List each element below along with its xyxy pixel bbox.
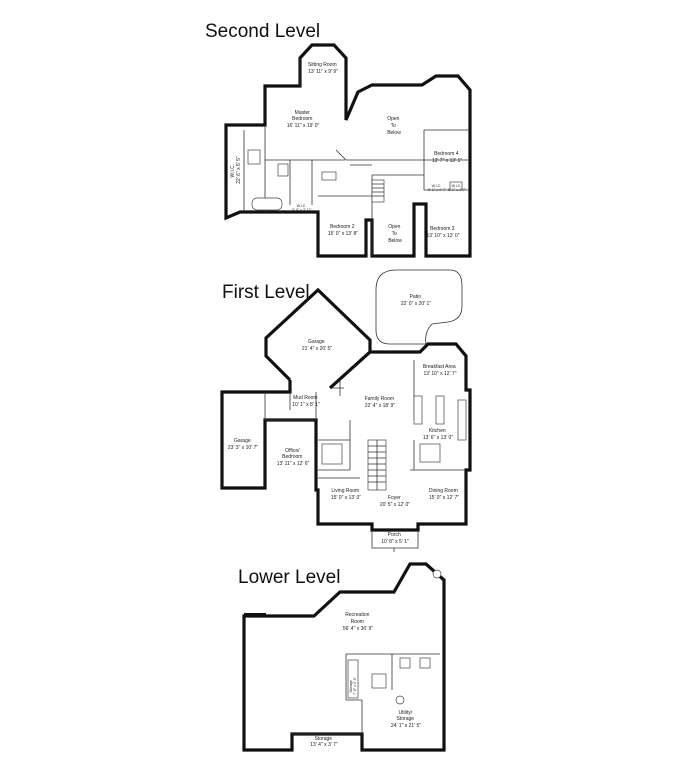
room-storage-small: Storage 7' 8" x 4' 3" xyxy=(349,676,357,694)
room-family-room: Family Room 22' 4" x 18' 9" xyxy=(365,396,396,409)
shower xyxy=(247,149,261,165)
room-bedroom-3: Bedroom 3 13' 10" x 13' 0" xyxy=(427,226,460,239)
room-utility-storage: Utility/ Storage 24' 1" x 21' 5" xyxy=(391,710,421,729)
first-level-title: First Level xyxy=(222,282,310,303)
room-open-to-below-2: Open To Below xyxy=(388,224,402,244)
vanity-2 xyxy=(321,171,337,181)
room-garage-side: Garage 23' 3" x 10' 7" xyxy=(228,438,258,451)
powder-room xyxy=(321,443,343,465)
first-level-interior-walls xyxy=(264,360,466,479)
first-level: First Level Patio 22' 0" x 20' 1" Garage… xyxy=(220,269,472,552)
room-kitchen: Kitchen 13' 6" x 13' 0" xyxy=(423,428,453,441)
lower-level-title: Lower Level xyxy=(238,567,340,588)
room-dining-room: Dining Room 15' 0" x 12' 7" xyxy=(429,488,459,501)
room-storage-bottom: Storage 13' 4" x 3' 7" xyxy=(310,736,338,748)
lower-level-wall-segment xyxy=(244,613,266,617)
first-level-outer-wall xyxy=(220,342,472,532)
second-level-title: Second Level xyxy=(205,21,320,42)
kitchen-counter xyxy=(457,399,467,441)
water-heater xyxy=(395,695,405,705)
room-breakfast-area: Breakfast Area 13' 10" x 12' 7" xyxy=(423,364,457,377)
room-wic-small-3: W.I.C. 5' 1" x 4' 7" xyxy=(448,184,466,192)
room-wic-small-1: W.I.C. 5' 0" x 3' 11" xyxy=(292,204,312,212)
lower-level-outer-wall xyxy=(242,562,446,752)
room-open-to-below-1: Open To Below xyxy=(387,116,401,136)
first-level-stairs xyxy=(367,439,387,491)
room-porch: Porch 10' 8" x 5' 1" xyxy=(381,532,409,545)
room-living-room: Living Room 15' 0" x 13' 0" xyxy=(331,488,361,501)
utility-fixture-3 xyxy=(371,673,387,689)
second-level-outer-wall xyxy=(224,43,472,258)
kitchen-island-2 xyxy=(435,395,445,425)
second-level-interior-walls xyxy=(243,58,470,256)
room-bedroom-4: Bedroom 4 13' 7" x 13' 1" xyxy=(432,151,462,164)
pantry xyxy=(419,443,441,463)
room-garage-angled: Garage 21' 4" x 20' 5" xyxy=(302,339,332,352)
vanity-3 xyxy=(449,181,463,191)
lower-level: Lower Level Recreation Room 56' 4" x 36'… xyxy=(238,562,446,752)
patio-outline xyxy=(375,269,463,345)
utility-fixture-2 xyxy=(419,657,431,669)
lower-level-interior-walls xyxy=(292,653,440,735)
room-wic-small-2: W.I.C. 5' 1" x 4' 7" xyxy=(428,184,446,192)
second-level-stairs xyxy=(371,179,385,203)
room-wic-master: W.I.C. 22' 6" x 5' 5" xyxy=(230,156,242,184)
room-master-bedroom: Master Bedroom 16' 11" x 19' 0" xyxy=(287,110,320,129)
second-level: Second Level Sitting Room 13' 11" x 9' 9… xyxy=(205,21,472,258)
utility-fixture-1 xyxy=(399,657,411,669)
room-bedroom-2: Bedroom 2 15' 0" x 13' 8" xyxy=(328,224,358,237)
lower-level-stairs xyxy=(347,659,359,699)
room-mud-room: Mud Room 10' 1" x 8' 1" xyxy=(292,395,320,408)
bathtub xyxy=(251,197,283,211)
sump-pump xyxy=(432,569,442,579)
vanity-1 xyxy=(277,163,289,177)
room-recreation-room: Recreation Room 56' 4" x 36' 9" xyxy=(343,612,373,632)
kitchen-island-1 xyxy=(413,395,423,425)
room-foyer: Foyer 20' 5" x 12' 0" xyxy=(380,495,410,508)
porch-outline xyxy=(371,530,419,552)
room-patio: Patio 22' 0" x 20' 1" xyxy=(401,294,431,307)
room-sitting-room: Sitting Room 13' 11" x 9' 9" xyxy=(308,62,338,75)
room-office-bedroom: Office/ Bedroom 13' 11" x 12' 6" xyxy=(277,448,310,467)
